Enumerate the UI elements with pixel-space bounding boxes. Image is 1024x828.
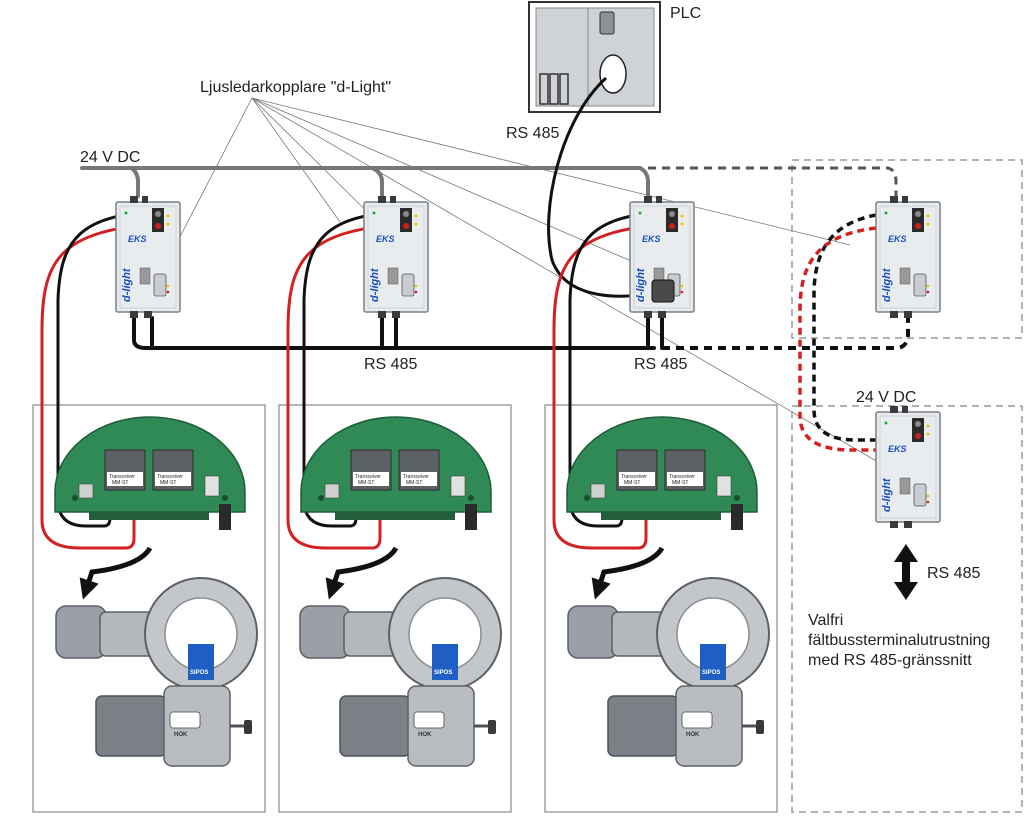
rs485-bus-optional (662, 318, 910, 350)
terminal-double-arrow (894, 544, 918, 600)
coupler-brand: EKS (376, 234, 395, 244)
actuator-brand: SIPOS (190, 670, 208, 676)
rs485-bus (132, 316, 664, 350)
actuator-badge: HOK (418, 732, 432, 738)
board-chip-sublabel: MM-ST (112, 480, 128, 486)
plc-label: PLC (670, 5, 701, 22)
plc-cabinet (528, 1, 661, 113)
install-arrows (79, 546, 665, 600)
board-chip-sublabel: MM-ST (358, 480, 374, 486)
terminal-description-line2: fältbussterminalutrustning (808, 632, 990, 649)
supply-label-top: 24 V DC (80, 149, 140, 166)
rs485-bus-label-2: RS 485 (634, 356, 687, 373)
optional-coupler-box (791, 159, 1023, 339)
rs485-terminal-label: RS 485 (927, 565, 980, 582)
rs485-bus-label-1: RS 485 (364, 356, 417, 373)
fiber-cables-optional (798, 210, 913, 452)
coupler-model: d-light (369, 267, 381, 302)
coupler-model: d-light (121, 267, 133, 302)
board-chip-sublabel: MM-ST (406, 480, 422, 486)
supply-label-right: 24 V DC (856, 389, 916, 406)
terminal-description-line1: Valfri (808, 612, 843, 629)
board-chip-label: Transceiver (669, 474, 695, 480)
supply-line-optional (648, 166, 898, 196)
board-chip-label: Transceiver (403, 474, 429, 480)
coupler-model: d-light (881, 267, 893, 302)
supply-line (80, 166, 650, 198)
coupler-model: d-light (635, 267, 647, 302)
board-chip-sublabel: MM-ST (672, 480, 688, 486)
actuator-brand: SIPOS (434, 670, 452, 676)
board-chip-sublabel: MM-ST (160, 480, 176, 486)
rs485-plc-label: RS 485 (506, 125, 559, 142)
coupler-brand: EKS (128, 234, 147, 244)
actuator-badge: HOK (686, 732, 700, 738)
coupler-callout-label: Ljusledarkopplare "d-Light" (200, 79, 391, 96)
plc-cable (547, 76, 661, 298)
board-chip-sublabel: MM-ST (624, 480, 640, 486)
plc-cable-plug (651, 279, 675, 303)
coupler-model: d-light (881, 477, 893, 512)
board-chip-label: Transceiver (109, 474, 135, 480)
actuator-badge: HOK (174, 732, 188, 738)
board-chip-label: Transceiver (621, 474, 647, 480)
coupler-brand: EKS (888, 234, 907, 244)
terminal-description-line3: med RS 485-gränssnitt (808, 652, 972, 669)
coupler-brand: EKS (642, 234, 661, 244)
board-chip-label: Transceiver (157, 474, 183, 480)
board-chip-label: Transceiver (355, 474, 381, 480)
actuator-brand: SIPOS (702, 670, 720, 676)
coupler-brand: EKS (888, 444, 907, 454)
